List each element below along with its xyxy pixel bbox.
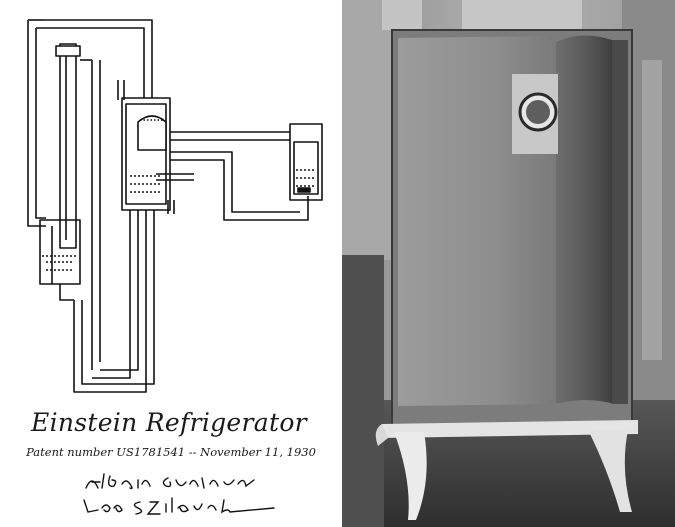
refrigerator-photo — [342, 0, 675, 527]
patent-line: Patent number US1781541 -- November 11, … — [26, 445, 316, 459]
patent-drawing-panel: Einstein Refrigerator Patent number US17… — [26, 19, 323, 515]
refrigerator-photo-panel — [342, 0, 675, 527]
signature-leo-szilard — [83, 497, 275, 515]
refrigerator-schematic — [27, 19, 323, 393]
signature-albert-einstein — [85, 473, 255, 490]
diagram-title: Einstein Refrigerator — [31, 408, 307, 437]
